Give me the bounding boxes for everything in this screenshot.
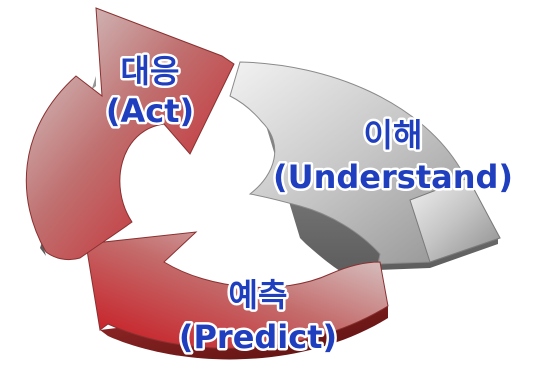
act-label: 대응 (Act) [103, 50, 196, 133]
act-title: 대응 [121, 52, 180, 90]
predict-label: 예측 (Predict) [176, 274, 339, 359]
understand-title: 이해 [364, 116, 423, 154]
predict-title: 예측 [229, 276, 288, 314]
predict-arrow [85, 231, 389, 360]
understand-subtitle: (Understand) [273, 158, 513, 196]
act-arrow [25, 7, 235, 261]
act-subtitle: (Act) [106, 92, 194, 130]
understand-arrow [229, 61, 501, 282]
predict-subtitle: (Predict) [179, 318, 337, 356]
understand-label: 이해 (Understand) [270, 114, 515, 199]
